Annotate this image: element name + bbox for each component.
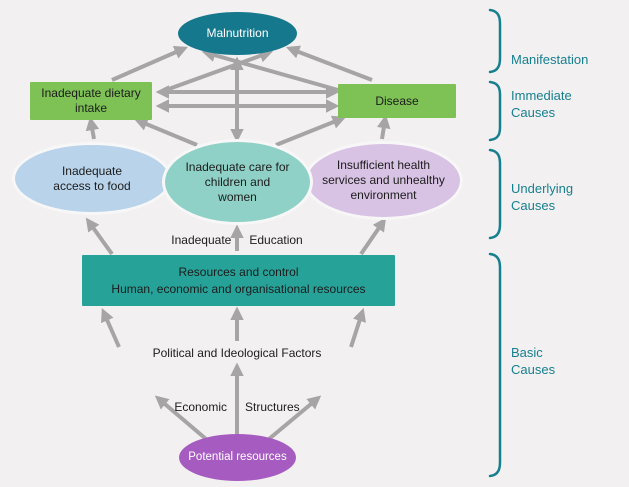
health-services-node: Insufficient health services and unhealt… xyxy=(304,141,463,220)
manifestation-label: Manifestation xyxy=(511,52,589,67)
underlying-causes-label: Underlying Causes xyxy=(511,181,574,213)
arrow-disease-to-malnutrition xyxy=(285,45,373,82)
arrow-cross-left-to-malnutrition xyxy=(165,49,274,92)
food-access-node: Inadequate access to food xyxy=(12,142,172,215)
malnutrition-node: Malnutrition xyxy=(178,12,297,55)
care-node: Inadequate care for children and women xyxy=(162,139,313,225)
arrow-care-to-dietary xyxy=(133,117,198,147)
arrow-right-to-resources xyxy=(349,307,366,348)
arrow-potential-up-right xyxy=(267,395,322,441)
resources-node: Resources and control Human, economic an… xyxy=(82,255,395,306)
arrow-dietary-to-malnutrition xyxy=(111,46,188,82)
dietary-intake-node: Inadequate dietary intake xyxy=(30,82,152,120)
bracket-immediate-causes xyxy=(488,80,502,142)
inadequate-education-word2: Education xyxy=(249,233,303,247)
immediate-causes-label: Immediate Causes xyxy=(511,88,572,120)
basic-causes-label: Basic Causes xyxy=(511,345,556,377)
disease-node: Disease xyxy=(338,84,456,118)
arrow-cross-right-to-malnutrition xyxy=(201,48,339,92)
inadequate-education-label: Inadequate Education xyxy=(137,233,337,247)
resources-line2: Human, economic and organisational resou… xyxy=(111,281,366,296)
inadequate-education-word1: Inadequate xyxy=(171,233,232,247)
arrow-resources-to-health xyxy=(359,217,387,256)
arrow-care-to-disease xyxy=(275,115,347,147)
bracket-manifestation xyxy=(488,8,502,74)
economic-structures-label: Economic Structures xyxy=(137,400,337,414)
political-factors-label: Political and Ideological Factors xyxy=(152,346,322,360)
economic-structures-word2: Structures xyxy=(245,400,300,414)
bracket-underlying-causes xyxy=(488,148,502,240)
potential-resources-node: Potential resources xyxy=(179,434,296,481)
arrow-resources-to-food xyxy=(85,217,114,256)
arrow-food-to-dietary xyxy=(85,116,100,140)
arrow-potential-up-left xyxy=(154,395,208,441)
arrow-left-to-resources xyxy=(101,308,121,348)
bracket-basic-causes xyxy=(488,252,502,478)
economic-structures-word1: Economic xyxy=(174,400,227,414)
arrow-health-to-disease xyxy=(377,114,391,140)
resources-line1: Resources and control xyxy=(178,264,299,279)
